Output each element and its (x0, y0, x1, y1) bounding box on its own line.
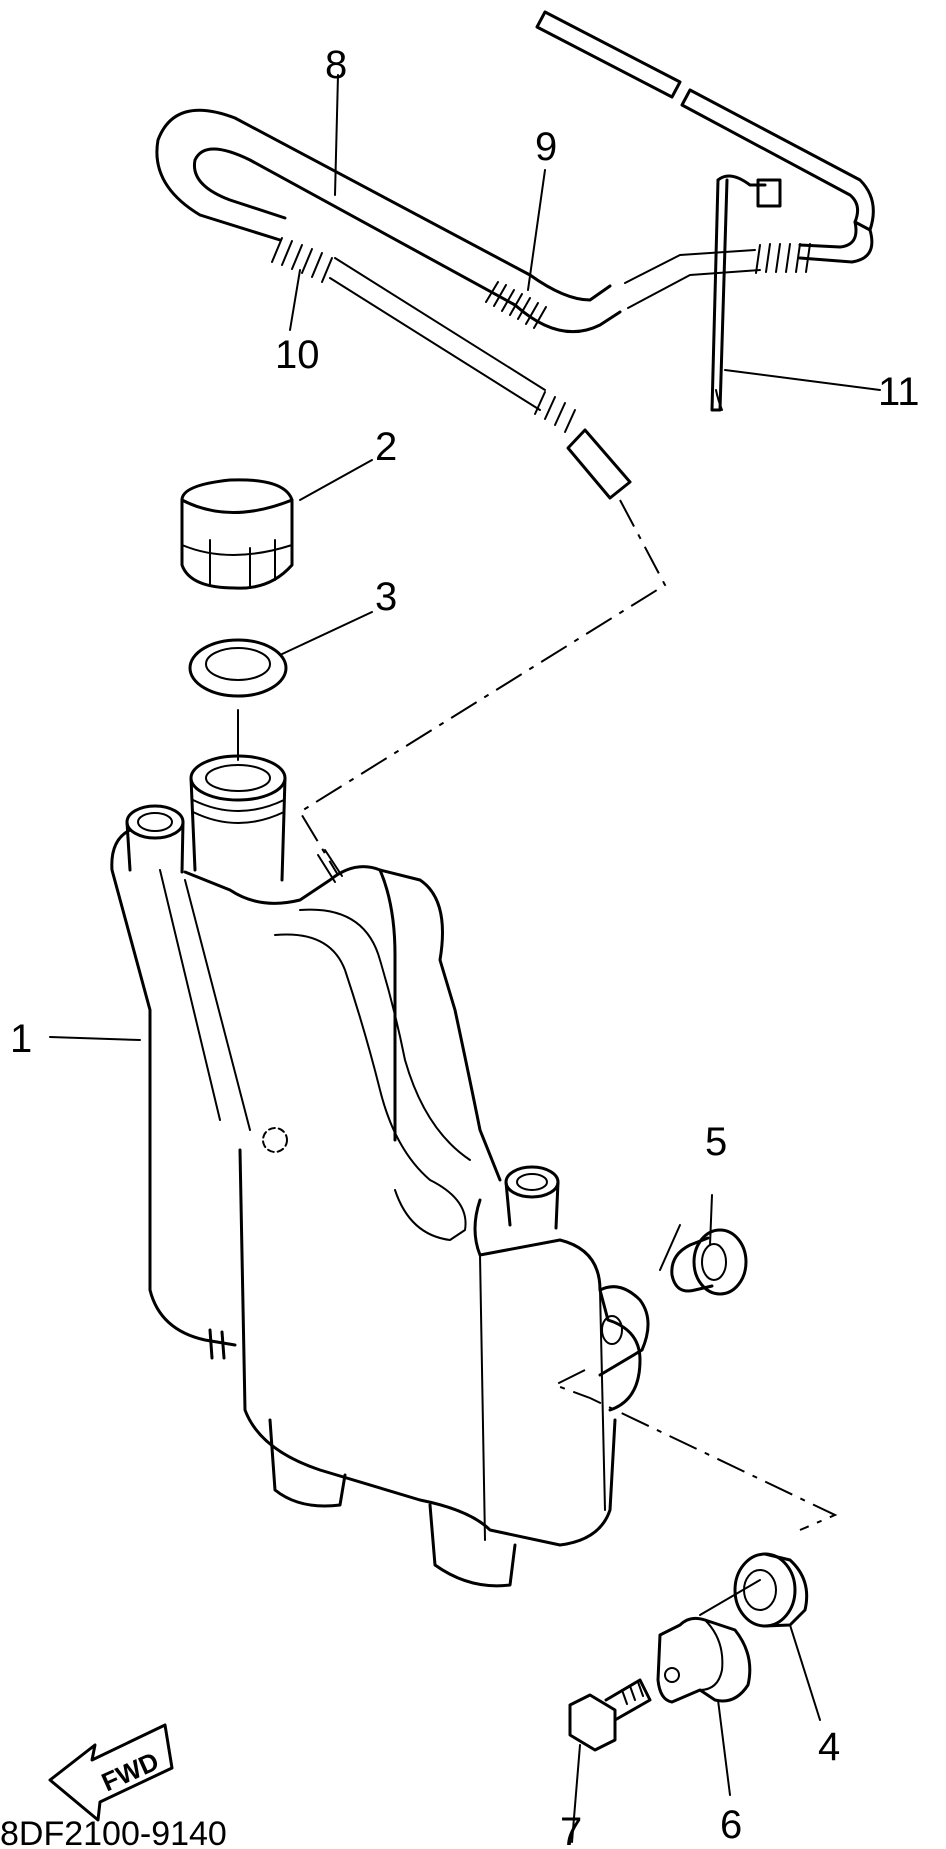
tank-cap (180, 478, 294, 590)
callout-5: 5 (705, 1120, 727, 1164)
gasket (188, 638, 288, 698)
bolt-7 (568, 1678, 652, 1752)
hose-clip (710, 174, 782, 412)
callout-11: 11 (878, 370, 920, 414)
callout-6: 6 (720, 1803, 742, 1847)
reservoir-tank (110, 754, 650, 1588)
callout-1: 1 (10, 1017, 32, 1061)
callout-4: 4 (818, 1725, 840, 1769)
bracket-6 (656, 1616, 752, 1704)
hose-clamp-9 (485, 281, 547, 329)
callout-9: 9 (535, 125, 557, 169)
hose-clamp-right (755, 243, 811, 274)
hose-clamp-10 (271, 237, 333, 283)
hose-routing-centerline (298, 499, 667, 876)
collar-5 (670, 1228, 748, 1296)
tank-hose (329, 257, 632, 500)
mount-centerline (552, 1369, 838, 1531)
leader-lines (49, 74, 881, 1843)
fwd-arrow-icon: FWD (48, 1723, 174, 1822)
callout-2: 2 (375, 425, 397, 469)
bolt-5-leader (659, 1224, 681, 1271)
breather-hose (155, 108, 874, 334)
part-code: 8DF2100-9140 (0, 1815, 227, 1849)
callout-8: 8 (325, 43, 347, 87)
hose-upper-segment (535, 10, 875, 232)
callout-10: 10 (275, 333, 320, 377)
callout-3: 3 (375, 575, 397, 619)
grommet-4 (733, 1552, 809, 1628)
grommet-axis (699, 1579, 761, 1616)
callout-7: 7 (560, 1810, 582, 1849)
